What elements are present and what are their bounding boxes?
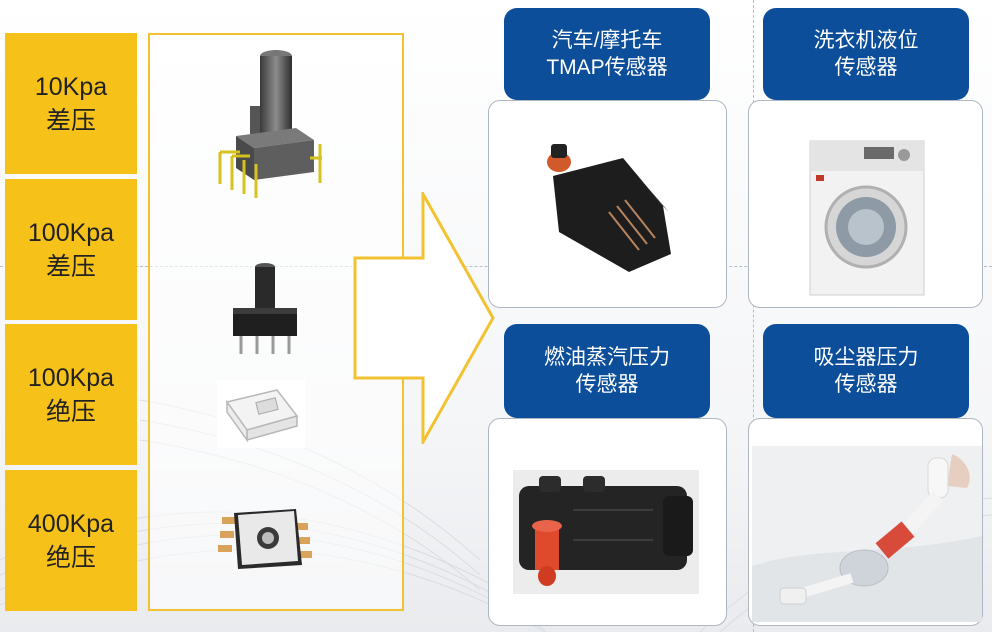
washing-machine-photo [809,140,925,296]
pressure-label-3: 100Kpa 绝压 [5,324,137,465]
pressure-type: 差压 [45,252,96,281]
pressure-value: 100Kpa [27,363,115,392]
guide-line-vertical [753,0,754,632]
application-title-line1: 汽车/摩托车 [551,29,663,52]
differential-sensor-100kpa-image [233,263,297,354]
application-title-line2: 传感器 [575,373,639,396]
application-title-line2: 传感器 [834,56,898,79]
pressure-type: 差压 [45,106,96,135]
pressure-value: 10Kpa [34,72,108,101]
vacuum-cleaner-photo [752,446,982,622]
pressure-label-1: 10Kpa 差压 [5,33,137,174]
application-title-line2: TMAP传感器 [546,56,668,79]
tmap-sensor-photo [531,136,687,281]
pressure-label-2: 100Kpa 差压 [5,179,137,320]
pressure-type: 绝压 [45,397,96,426]
differential-sensor-10kpa-image [218,50,322,198]
fuel-vapor-sensor-photo [513,470,699,594]
absolute-sensor-400kpa-image [218,509,312,569]
absolute-sensor-100kpa-image [217,380,305,448]
pressure-label-4: 400Kpa 绝压 [5,470,137,611]
pressure-value: 100Kpa [27,218,115,247]
pressure-type: 绝压 [45,543,96,572]
application-title-line1: 洗衣机液位 [813,29,919,52]
application-title-line2: 传感器 [834,373,898,396]
application-title-vacuum: 吸尘器压力 传感器 [763,324,969,418]
pressure-value: 400Kpa [27,509,115,538]
application-title-tmap: 汽车/摩托车 TMAP传感器 [504,8,710,100]
application-title-washing-machine: 洗衣机液位 传感器 [763,8,969,100]
application-title-line1: 燃油蒸汽压力 [544,346,670,369]
application-title-fuel-vapor: 燃油蒸汽压力 传感器 [504,324,710,418]
right-arrow-icon [353,192,495,444]
application-title-line1: 吸尘器压力 [813,346,919,369]
